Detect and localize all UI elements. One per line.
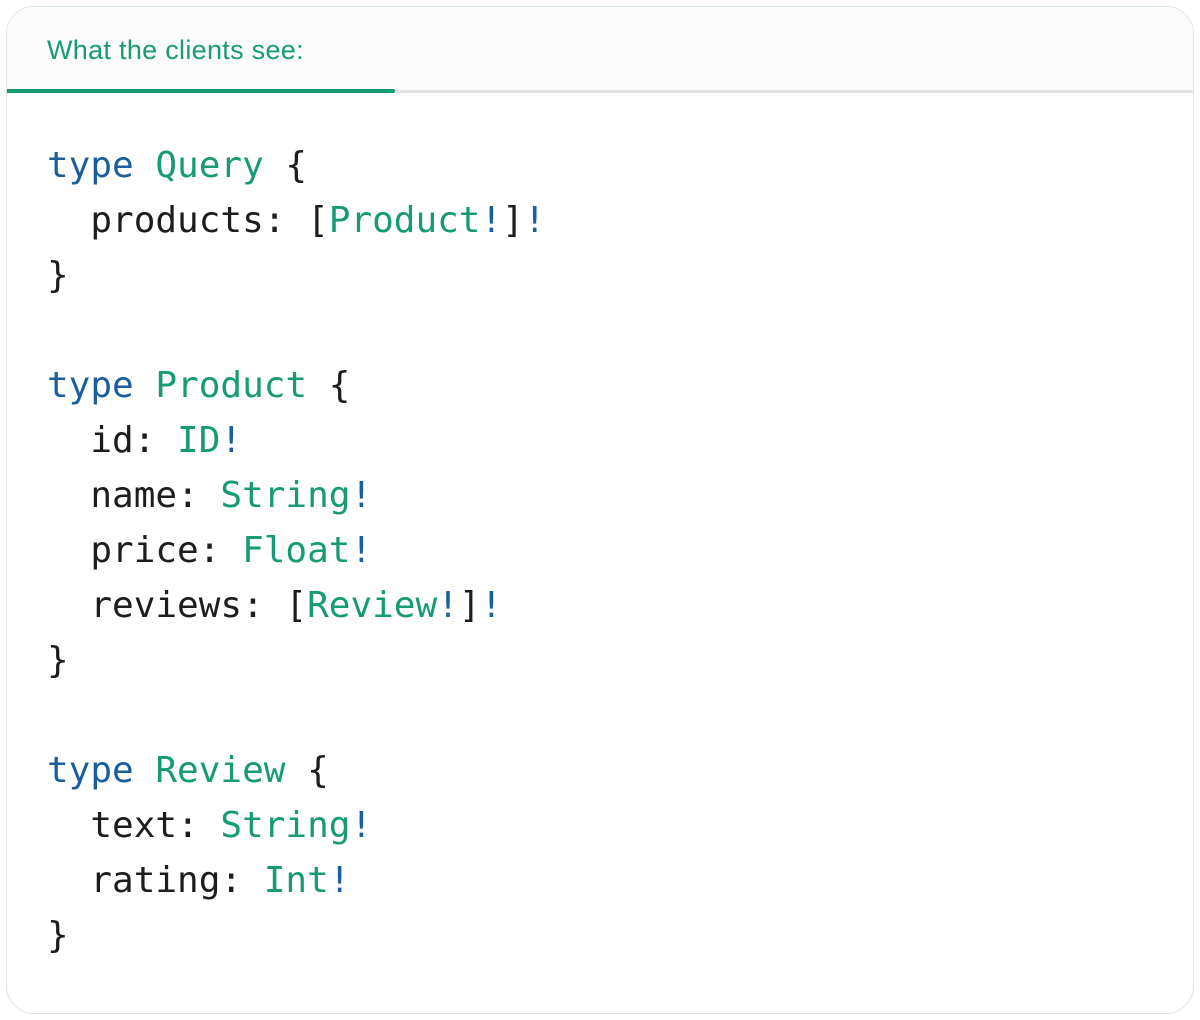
- code-panel: What the clients see: type Query { produ…: [6, 6, 1194, 1014]
- graphql-schema-code: type Query { products: [Product!]! } typ…: [47, 145, 546, 956]
- panel-header: What the clients see:: [7, 7, 1193, 93]
- active-tab-indicator: [7, 89, 395, 93]
- tab-what-clients-see[interactable]: What the clients see:: [7, 7, 395, 93]
- tab-label: What the clients see:: [47, 34, 304, 65]
